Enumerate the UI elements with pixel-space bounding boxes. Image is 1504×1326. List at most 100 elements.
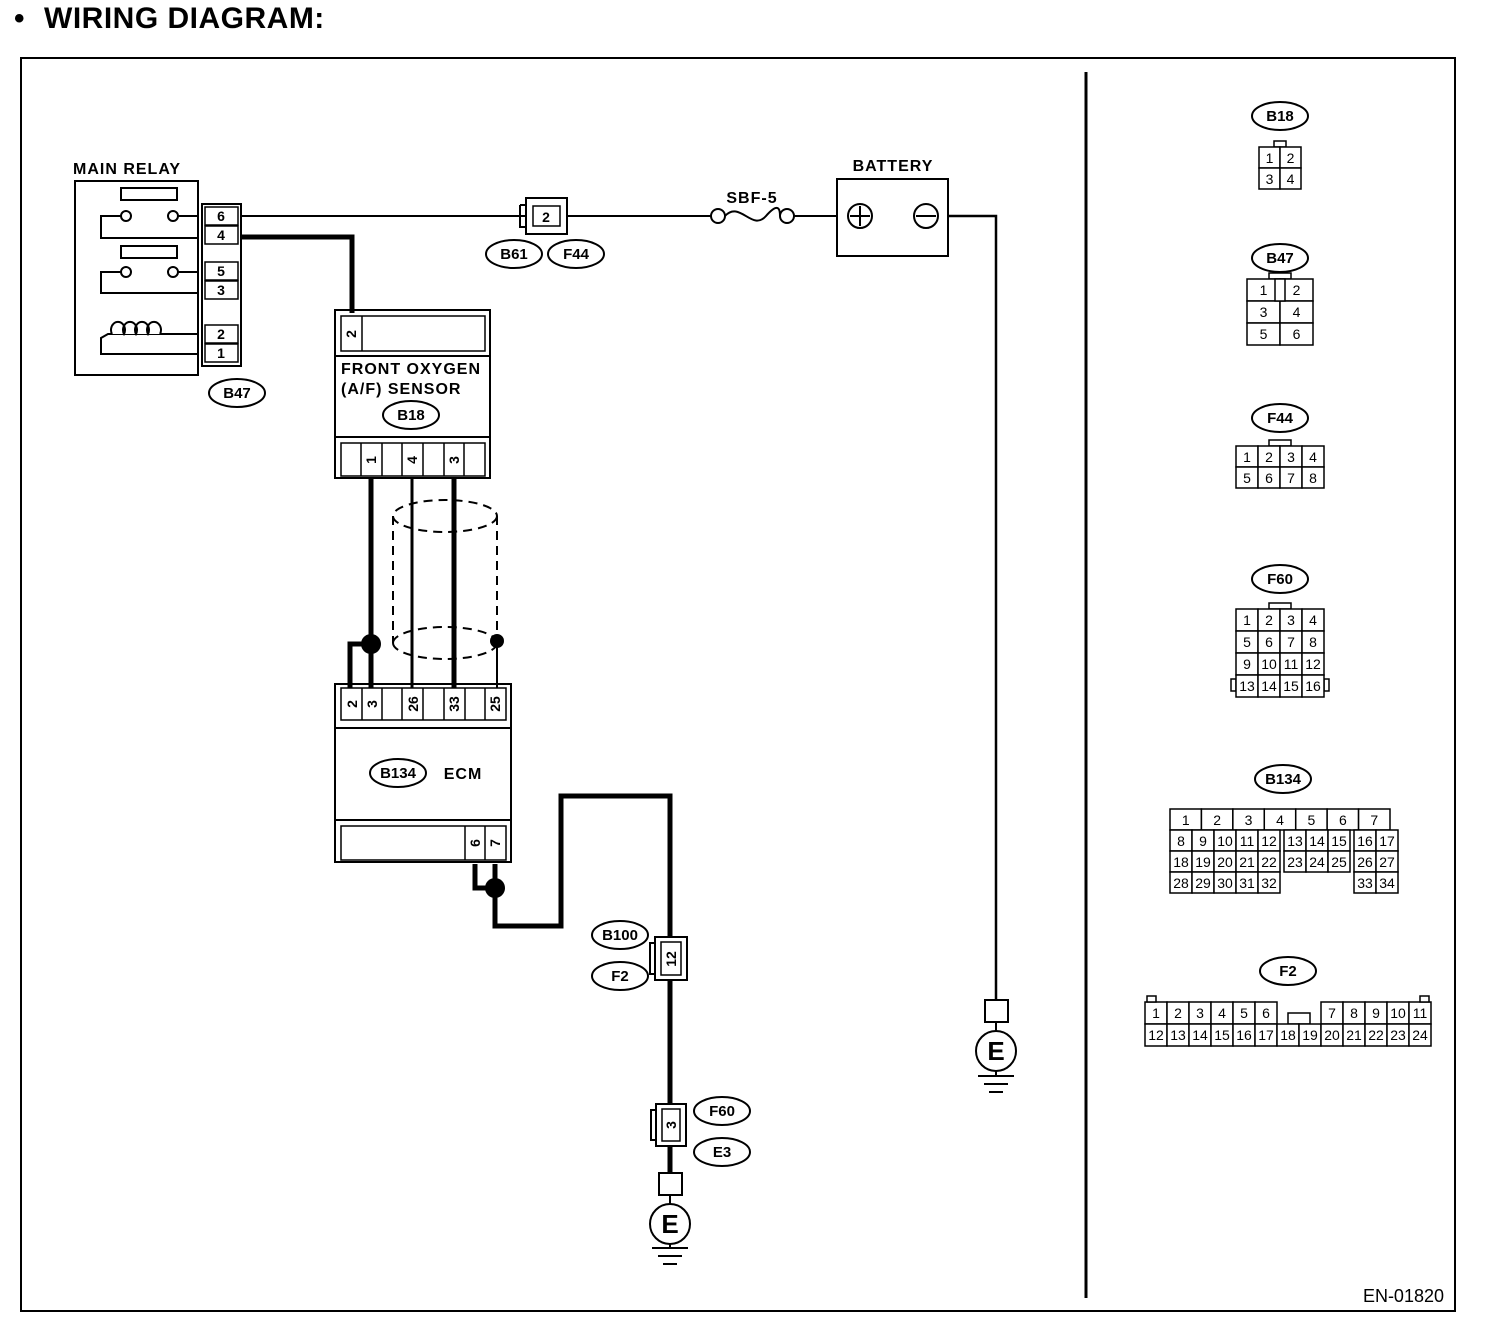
connector-view-pin: 17 bbox=[1379, 833, 1395, 849]
connector-view-pin: 6 bbox=[1265, 470, 1273, 486]
connector-view-pin: 9 bbox=[1199, 833, 1207, 849]
connector-view-pin: 18 bbox=[1280, 1027, 1296, 1043]
connector-view-pin: 4 bbox=[1293, 304, 1301, 320]
battery-minus-icon bbox=[913, 203, 939, 229]
connector-view-pin: 2 bbox=[1213, 812, 1221, 828]
connector-view-pin: 11 bbox=[1240, 833, 1255, 849]
ecm: 2 3 26 33 25 B134 ECM 6 7 bbox=[334, 683, 512, 863]
inline-ground-pin: 3 bbox=[663, 1121, 679, 1129]
connector-view-pin: 4 bbox=[1218, 1005, 1226, 1021]
connector-view-pin: 30 bbox=[1217, 875, 1233, 891]
connector-view-pin: 4 bbox=[1276, 812, 1284, 828]
shield-wire bbox=[392, 499, 498, 660]
sensor-top-pin: 2 bbox=[343, 330, 359, 338]
sensor-label-line2: (A/F) SENSOR bbox=[341, 381, 461, 398]
connector-view-pin: 1 bbox=[1152, 1005, 1160, 1021]
relay-pin: 2 bbox=[217, 326, 225, 342]
connector-view-pin: 23 bbox=[1287, 854, 1303, 870]
ecm-bottom-pin: 7 bbox=[487, 839, 503, 847]
connector-view-pin: 4 bbox=[1287, 171, 1295, 187]
connector-view-pin: 7 bbox=[1287, 634, 1295, 650]
connector-view-pin: 2 bbox=[1265, 612, 1273, 628]
connector-view-pin: 11 bbox=[1413, 1005, 1428, 1021]
ground-icon bbox=[978, 1075, 1014, 1093]
connector-view-pin: 29 bbox=[1195, 875, 1211, 891]
fuse-label: SBF-5 bbox=[726, 190, 777, 207]
connector-id-b100: B100 bbox=[602, 927, 638, 944]
connector-view-pin: 5 bbox=[1240, 1005, 1248, 1021]
connector-view-pin: 21 bbox=[1239, 854, 1255, 870]
battery: BATTERY bbox=[836, 158, 949, 257]
main-relay-connector-id: B47 bbox=[223, 385, 251, 402]
sensor-label-line1: FRONT OXYGEN bbox=[341, 361, 481, 378]
connector-view-pin: 8 bbox=[1309, 634, 1317, 650]
connector-view-pin: 15 bbox=[1331, 833, 1347, 849]
connector-view-pin: 19 bbox=[1195, 854, 1211, 870]
relay-pin: 1 bbox=[217, 345, 225, 361]
connector-view-pin: 33 bbox=[1357, 875, 1373, 891]
connector-view-pin: 7 bbox=[1287, 470, 1295, 486]
heading-bullet: • bbox=[14, 2, 26, 35]
connector-view-pin: 20 bbox=[1217, 854, 1233, 870]
connector-view-pin: 2 bbox=[1265, 449, 1273, 465]
connector-view-pin: 16 bbox=[1305, 678, 1321, 694]
connector-view-pin: 1 bbox=[1260, 282, 1268, 298]
document-id: EN-01820 bbox=[1363, 1286, 1444, 1306]
connector-view-pin: 25 bbox=[1331, 854, 1347, 870]
connector-id-f44: F44 bbox=[563, 246, 590, 263]
ground-icon bbox=[652, 1247, 688, 1265]
ground-battery: E bbox=[975, 999, 1017, 1093]
connector-view-pin: 4 bbox=[1309, 612, 1317, 628]
relay-pin: 6 bbox=[217, 208, 225, 224]
front-oxygen-sensor: 2 FRONT OXYGEN (A/F) SENSOR B18 1 4 3 bbox=[334, 309, 491, 479]
connector-view-pin: 12 bbox=[1305, 656, 1321, 672]
connector-view-name: B134 bbox=[1265, 771, 1302, 788]
connector-view-pin: 3 bbox=[1196, 1005, 1204, 1021]
connector-view-pin: 21 bbox=[1346, 1027, 1362, 1043]
connector-view-pin: 32 bbox=[1261, 875, 1277, 891]
ecm-connector-id: B134 bbox=[380, 765, 417, 782]
connector-view-pin: 34 bbox=[1379, 875, 1395, 891]
connector-view-pin: 14 bbox=[1192, 1027, 1208, 1043]
connector-view-pin: 3 bbox=[1287, 612, 1295, 628]
connector-view-pin: 24 bbox=[1412, 1027, 1428, 1043]
connector-view-pin: 24 bbox=[1309, 854, 1325, 870]
ground-ecm: E bbox=[649, 1172, 691, 1265]
connector-view-pin: 3 bbox=[1266, 171, 1274, 187]
connector-view-name: B18 bbox=[1266, 108, 1294, 125]
battery-label: BATTERY bbox=[853, 158, 934, 175]
connector-view-pin: 14 bbox=[1309, 833, 1325, 849]
connector-view-pin: 5 bbox=[1243, 470, 1251, 486]
connector-view-pin: 17 bbox=[1258, 1027, 1274, 1043]
heading-title: WIRING DIAGRAM: bbox=[44, 2, 325, 35]
connector-view-name: B47 bbox=[1266, 250, 1294, 267]
connector-view-pin: 22 bbox=[1368, 1027, 1384, 1043]
connector-view-pin: 13 bbox=[1239, 678, 1255, 694]
connector-view-pin: 14 bbox=[1261, 678, 1277, 694]
connector-view-pin: 9 bbox=[1243, 656, 1251, 672]
connector-id-f60: F60 bbox=[709, 1103, 735, 1120]
inline-battery-pin: 2 bbox=[542, 209, 550, 225]
inline-ecm-pin: 12 bbox=[663, 951, 679, 967]
sensor-bottom-pin: 4 bbox=[404, 456, 420, 464]
ecm-top-pin: 33 bbox=[446, 696, 462, 712]
connector-view-pin: 3 bbox=[1287, 449, 1295, 465]
connector-view-pin: 7 bbox=[1370, 812, 1378, 828]
connector-view-pin: 16 bbox=[1236, 1027, 1252, 1043]
main-relay: MAIN RELAY 6 4 5 3 2 1 bbox=[73, 161, 266, 408]
connector-view-pin: 6 bbox=[1293, 326, 1301, 342]
connector-view-pin: 10 bbox=[1390, 1005, 1406, 1021]
connector-view-pin: 6 bbox=[1339, 812, 1347, 828]
connector-view-pin: 2 bbox=[1287, 150, 1295, 166]
connector-view-pin: 23 bbox=[1390, 1027, 1406, 1043]
connector-view-name: F60 bbox=[1267, 571, 1293, 588]
connector-id-e3: E3 bbox=[713, 1144, 731, 1161]
connector-view-pin: 7 bbox=[1328, 1005, 1336, 1021]
connector-view-pin: 18 bbox=[1173, 854, 1189, 870]
page-heading: • WIRING DIAGRAM: bbox=[14, 2, 325, 36]
